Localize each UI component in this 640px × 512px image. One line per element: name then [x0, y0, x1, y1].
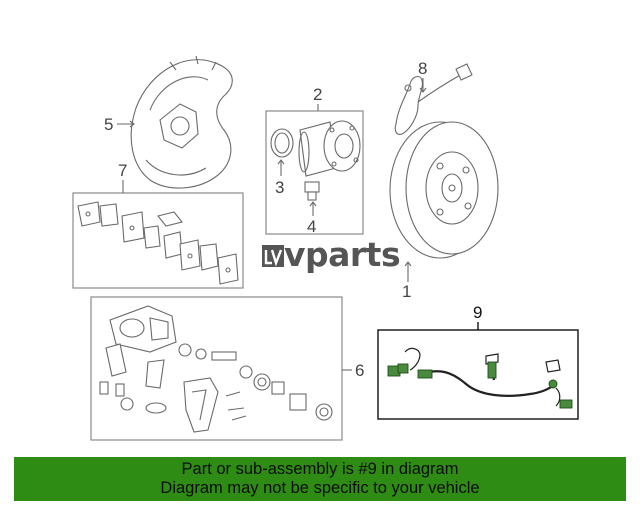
banner-line-2: Diagram may not be specific to your vehi… [160, 479, 480, 497]
callout-1: 1 [402, 261, 411, 301]
callout-2: 2 [313, 85, 322, 111]
watermark-text: vparts [284, 235, 400, 274]
part-2-hub-assembly[interactable] [298, 120, 361, 177]
part-4-hub-bolt[interactable] [304, 181, 320, 201]
callout-7-label: 7 [118, 161, 127, 180]
part-9-wear-sensor-harness[interactable] [387, 347, 573, 409]
callout-5-label: 5 [104, 115, 113, 134]
part-2-box [265, 110, 364, 235]
callout-8: 8 [418, 59, 427, 93]
callout-4: 4 [307, 201, 316, 236]
callout-6: 6 [342, 361, 364, 380]
part-8-sensor[interactable] [394, 63, 473, 135]
callout-9-label: 9 [473, 303, 482, 322]
part-3-o-ring[interactable] [270, 128, 294, 158]
callout-8-label: 8 [418, 59, 427, 78]
callout-7: 7 [118, 161, 127, 193]
part-6-box [90, 296, 343, 441]
part-1-brake-disc[interactable] [389, 121, 499, 259]
callout-4-label: 4 [307, 217, 316, 236]
parts-diagram: 5 2 3 4 8 [72, 55, 579, 441]
callout-9: 9 [473, 303, 482, 330]
callout-3: 3 [275, 159, 284, 197]
callout-1-label: 1 [402, 282, 411, 301]
part-6-caliper-kit[interactable] [99, 305, 333, 433]
callout-2-label: 2 [313, 85, 322, 104]
watermark: vparts [262, 235, 401, 274]
part-7-pad-set[interactable] [77, 201, 239, 285]
callout-6-label: 6 [355, 361, 364, 380]
lv-logo-icon [262, 245, 284, 267]
banner-line-1: Part or sub-assembly is #9 in diagram [181, 460, 459, 478]
callout-3-label: 3 [275, 178, 284, 197]
part-7-box [72, 192, 244, 289]
part-9-box [377, 329, 579, 420]
info-banner: Part or sub-assembly is #9 in diagram Di… [14, 457, 626, 501]
callout-5: 5 [104, 115, 135, 134]
part-5-dust-shield[interactable] [130, 55, 233, 189]
